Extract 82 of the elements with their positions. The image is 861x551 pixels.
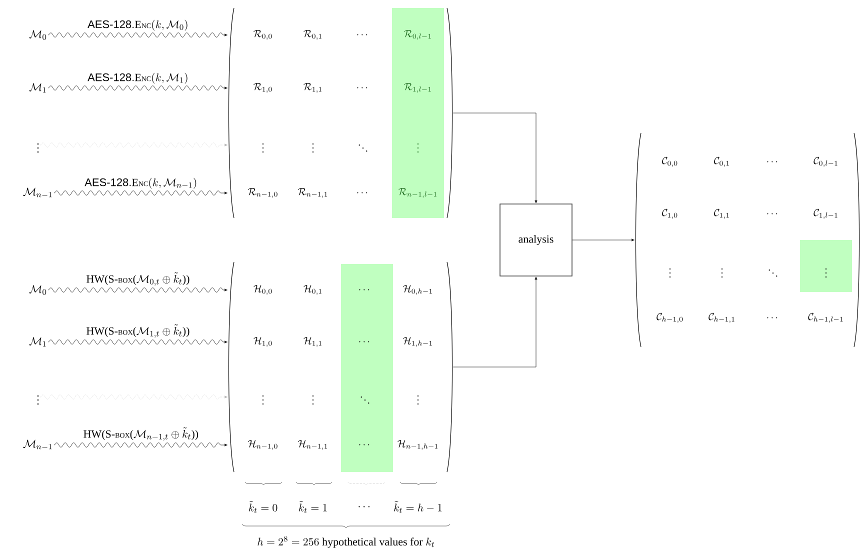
matrix-entry: $\vdots$ — [417, 395, 419, 405]
matrix-entry: $\mathcal{C}_{0,1}$ — [714, 156, 729, 167]
brace-label: $\tilde{k}_t = h - 1$ — [394, 501, 442, 513]
matrix-entry: $\mathcal{R}_{n-1,1}$ — [298, 188, 328, 198]
matrix-entry: $\cdots$ — [767, 161, 778, 162]
arrow — [572, 238, 634, 242]
matrix-entry: $\cdots$ — [359, 289, 370, 290]
matrix-entry: $\ddots$ — [360, 396, 370, 404]
matrix-entry: $\ddots$ — [768, 270, 778, 277]
brace-label: $\tilde{k}_t = 1$ — [298, 501, 327, 513]
arrow — [453, 112, 538, 204]
edge-label: $\textrm{HW(S-{\scriptsize BOX}(}\mathcal{M}_{0,t} \oplus \tilde{k}_t\textrm{))}$ — [86, 272, 190, 286]
message-label: $\vdots$ — [37, 395, 39, 405]
wavy-arrow — [48, 86, 228, 90]
wavy-arrow — [40, 142, 228, 148]
matrix-entry: $\vdots$ — [417, 143, 419, 153]
matrix-entry: $\mathcal{H}_{1,h-1}$ — [403, 337, 432, 347]
message-label: $\mathcal{M}_{0}$ — [29, 30, 46, 40]
matrix-entry: $\ddots$ — [358, 144, 368, 152]
matrix-entry: $\cdots$ — [357, 34, 368, 36]
edge-label: $\textrm{HW(S-{\scriptsize BOX}(}\mathcal{M}_{n-1,t} \oplus \tilde{k}_t\textrm{))}$ — [84, 427, 198, 441]
message-label: $\vdots$ — [37, 143, 39, 153]
matrix-entry: $\mathcal{C}_{1,0}$ — [662, 208, 678, 219]
matrix-entry: $\vdots$ — [825, 268, 827, 278]
message-label: $\mathcal{M}_{1}$ — [29, 337, 46, 347]
matrix-entry: $\mathcal{H}_{n-1,1}$ — [298, 440, 328, 450]
matrix-entry: $\vdots$ — [262, 395, 264, 405]
message-label: $\mathcal{M}_{0}$ — [29, 285, 46, 295]
matrix — [228, 262, 453, 472]
matrix-entry: $\mathcal{H}_{n-1,0}$ — [248, 440, 278, 450]
edge-label: $\textsf{AES-128}.\textrm{E{\scriptsize NC}}(k, \mathcal{M}_{0})$ — [88, 20, 188, 31]
brace-label: $\tilde{k}_t = 0$ — [248, 501, 278, 513]
matrix-entry: $\cdots$ — [357, 192, 368, 194]
wavy-arrow — [48, 340, 228, 344]
brace-label: $\cdots$ — [358, 506, 370, 508]
message-label: $\mathcal{M}_{n-1}$ — [23, 188, 52, 198]
matrix-entry: $\mathcal{R}_{1,l-1}$ — [404, 83, 431, 93]
matrix-entry: $\cdots$ — [359, 341, 370, 342]
edge-label: $\textsf{AES-128}.\textrm{E{\scriptsize NC}}(k, \mathcal{M}_{1})$ — [88, 72, 188, 84]
matrix-entry: $\mathcal{C}_{1,1}$ — [714, 208, 729, 219]
wavy-arrow — [54, 442, 228, 448]
matrix-entry: $\vdots$ — [669, 268, 671, 278]
matrix-entry: $\vdots$ — [262, 143, 264, 153]
matrix-entry: $\mathcal{H}_{0,1}$ — [304, 285, 322, 295]
matrix-entry: $\mathcal{H}_{0,0}$ — [254, 285, 272, 295]
matrix-entry: $\mathcal{H}_{0,h-1}$ — [403, 285, 432, 295]
matrix-entry: $\mathcal{R}_{n-1,0}$ — [248, 188, 278, 198]
matrix-entry: $\mathcal{C}_{h-1,0}$ — [656, 312, 683, 323]
matrix-entry: $\vdots$ — [312, 395, 314, 405]
message-label: $\mathcal{M}_{n-1}$ — [23, 440, 52, 450]
matrix-entry: $\vdots$ — [721, 268, 723, 278]
matrix-entry: $\mathcal{H}_{1,0}$ — [254, 337, 272, 347]
matrix — [228, 8, 453, 218]
arrow — [453, 276, 538, 368]
matrix-entry: $\mathcal{C}_{1,l-1}$ — [814, 208, 838, 219]
matrix-entry: $\mathcal{C}_{h-1,l-1}$ — [808, 312, 843, 323]
matrix-entry: $\mathcal{R}_{1,1}$ — [304, 83, 322, 93]
wavy-arrow — [54, 190, 228, 196]
matrix-entry: $\mathcal{R}_{0,0}$ — [254, 30, 272, 40]
matrix-entry: $\mathcal{C}_{0,0}$ — [662, 156, 678, 167]
process-box: analysis — [500, 204, 572, 276]
matrix-entry: $\mathcal{H}_{1,1}$ — [304, 337, 322, 347]
matrix-entry: $\mathcal{C}_{h-1,1}$ — [708, 312, 734, 323]
brace-label: $h = 2^{8} = 256 \textrm{ hypothetical values for } k_t$ — [258, 536, 434, 548]
wavy-arrow — [40, 394, 228, 400]
matrix-entry: $\cdots$ — [767, 317, 778, 318]
matrix-entry: $\cdots$ — [357, 87, 368, 88]
matrix-entry: $\cdots$ — [767, 213, 778, 214]
matrix-entry: $\mathcal{R}_{1,0}$ — [254, 83, 272, 93]
message-label: $\mathcal{M}_{1}$ — [29, 83, 46, 93]
wavy-arrow — [48, 288, 228, 292]
matrix — [635, 132, 860, 348]
matrix-entry: $\cdots$ — [359, 444, 370, 446]
matrix-entry: $\mathcal{C}_{0,l-1}$ — [814, 156, 838, 167]
matrix-entry: $\mathcal{R}_{0,1}$ — [304, 30, 322, 40]
matrix-entry: $\mathcal{R}_{0,l-1}$ — [404, 30, 431, 40]
matrix-entry: $\mathcal{R}_{n-1,l-1}$ — [398, 188, 436, 198]
edge-label: $\textsf{AES-128}.\textrm{E{\scriptsize NC}}(k, \mathcal{M}_{n-1})$ — [84, 178, 196, 189]
matrix-entry: $\mathcal{H}_{n-1,h-1}$ — [398, 440, 438, 450]
wavy-arrow — [48, 32, 228, 38]
edge-label: $\textrm{HW(S-{\scriptsize BOX}(}\mathcal{M}_{1,t} \oplus \tilde{k}_t\textrm{))}$ — [86, 324, 190, 338]
matrix-entry: $\vdots$ — [312, 143, 314, 153]
